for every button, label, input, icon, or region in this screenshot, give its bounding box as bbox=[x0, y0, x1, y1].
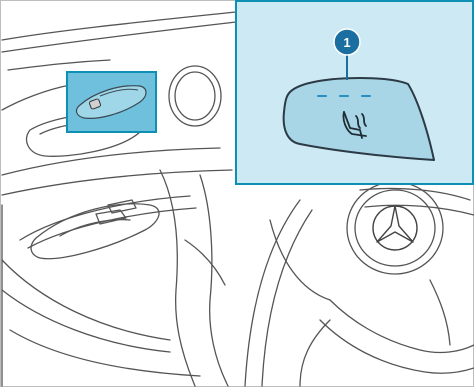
callout-number: 1 bbox=[343, 35, 350, 50]
callout-number-badge: 1 bbox=[334, 29, 360, 55]
seat-heating-switch-highlight bbox=[67, 72, 156, 132]
detail-callout bbox=[236, 1, 473, 184]
